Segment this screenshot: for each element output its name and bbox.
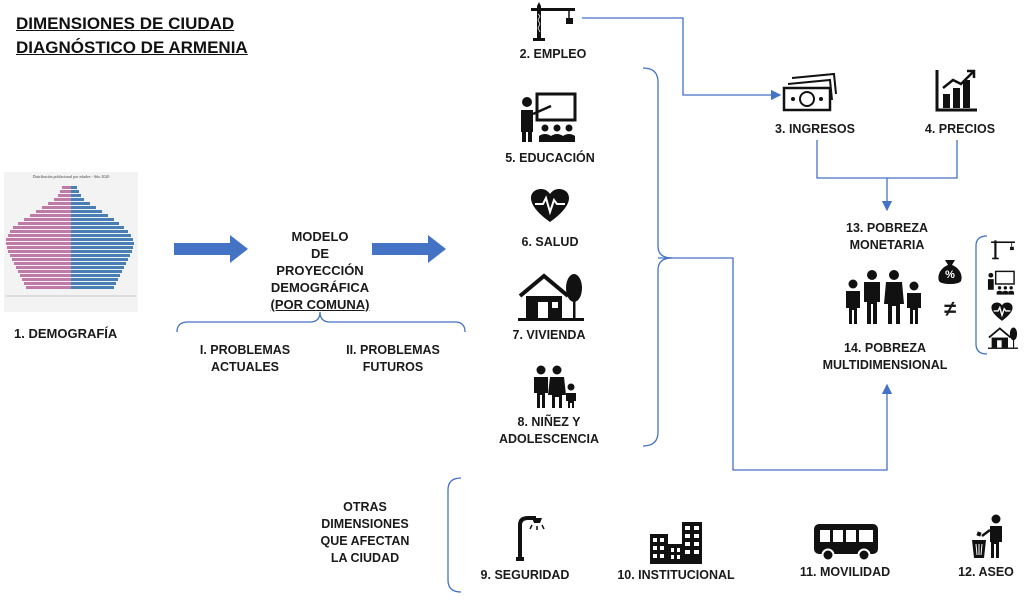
crane-icon [529,2,577,47]
others-line4: LA CIUDAD [330,551,400,565]
label-seguridad: 9. SEGURIDAD [480,568,570,582]
arrow-modelo-dimensiones [372,235,446,263]
others-line2: DIMENSIONES [321,517,409,531]
bus-icon [812,522,880,567]
label-pobreza-multi-line1: 14. POBREZA [844,341,926,355]
label-vivienda: 7. VIVIENDA [512,328,586,342]
buildings-icon [650,520,708,569]
heart-small-icon [990,302,1014,327]
pyramid-title: Distribución poblacional por edades - Añ… [32,174,110,179]
label-pobreza-monetaria-line2: MONETARIA [849,238,925,252]
label-ninez-line1: 8. NIÑEZ Y [517,415,581,429]
model-line3: PROYECCIÓN [276,263,364,278]
money-icon [782,72,838,117]
label-pobreza-monetaria-line1: 13. POBREZA [846,221,928,235]
label-institucional: 10. INSTITUCIONAL [617,568,735,582]
not-equal-sign: ≠ [943,296,957,321]
title-line1: DIMENSIONES DE CIUDAD [16,14,235,33]
label-demografia: 1. DEMOGRAFÍA [14,326,118,341]
label-ninez-line2: ADOLESCENCIA [498,432,599,446]
title-line2: DIAGNÓSTICO DE ARMENIA [16,38,248,57]
label-educacion: 5. EDUCACIÓN [505,151,595,165]
house-tree-icon [518,272,584,327]
label-ingresos: 3. INGRESOS [775,122,855,136]
others-line1: OTRAS [343,500,387,514]
family-group-icon [842,270,926,331]
arrow-demografia-modelo [174,235,248,263]
label-aseo: 12. ASEO [958,565,1014,579]
teacher-icon [517,92,579,149]
label-precios: 4. PRECIOS [924,122,996,136]
model-line4: DEMOGRÁFICA [270,280,370,295]
percent-sign: % [945,269,955,281]
label-empleo: 2. EMPLEO [519,47,587,61]
pyramid-bars [6,186,134,289]
trash-person-icon [970,514,1010,565]
problems-current-line1: I. PROBLEMAS [199,343,291,357]
model-line1: MODELO [291,229,349,244]
problems-future-line1: II. PROBLEMAS [346,343,440,357]
teacher-small-icon [986,270,1016,301]
label-movilidad: 11. MOVILIDAD [799,565,891,579]
problems-current-line2: ACTUALES [210,360,280,374]
others-line3: QUE AFECTAN [320,534,410,548]
bar-chart-icon [935,68,979,117]
family-icon [531,365,577,414]
population-pyramid: Distribución poblacional por edades - Añ… [4,172,138,312]
money-bag-icon: % [936,258,964,291]
label-salud: 6. SALUD [521,235,579,249]
street-lamp-icon [512,515,552,566]
model-line2: DE [310,246,330,261]
model-line5: (POR COMUNA) [270,297,370,312]
label-pobreza-multi-line2: MULTIDIMENSIONAL [822,358,948,372]
house-small-icon [988,326,1018,355]
crane-small-icon [990,238,1016,265]
heart-pulse-icon [530,188,570,229]
problems-future-line2: FUTUROS [362,360,424,374]
